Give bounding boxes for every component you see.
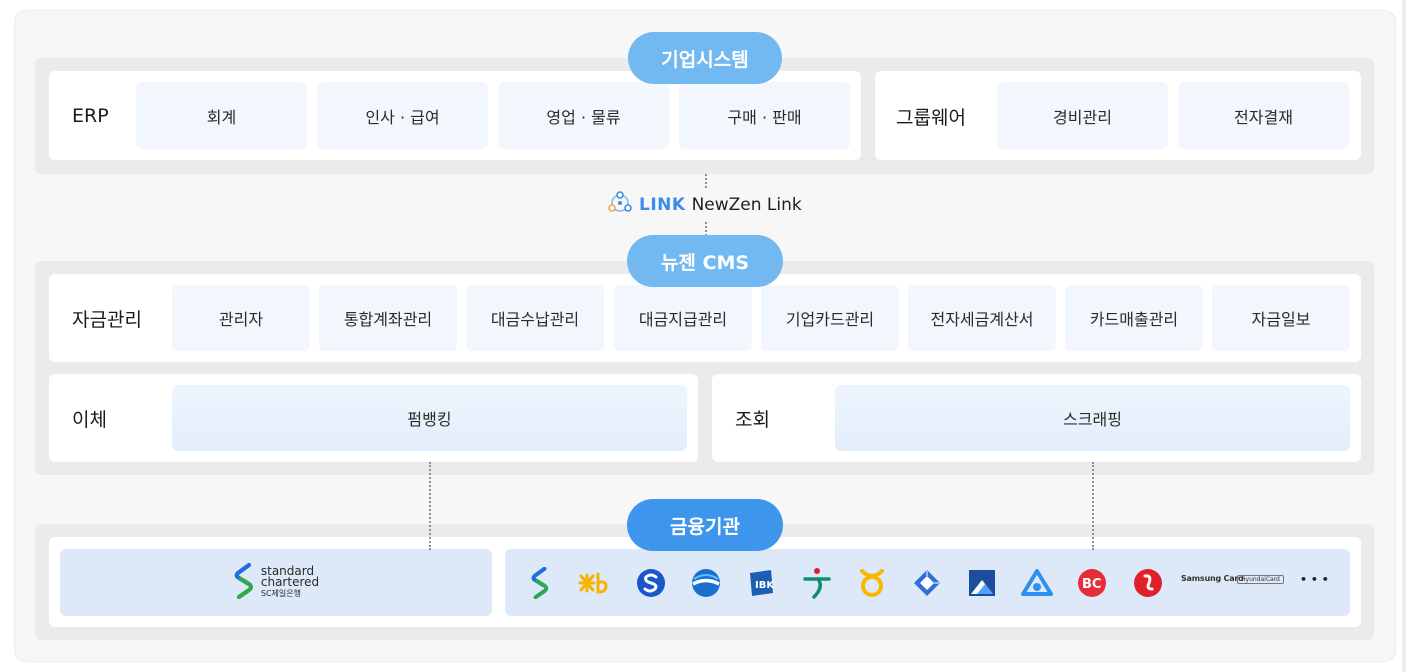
erp-module-sales-logistics: 영업 · 물류 xyxy=(498,82,669,149)
sc-partner-box: standard chartered SC제일은행 xyxy=(60,549,492,616)
funds-module-admin: 관리자 xyxy=(172,285,310,351)
funds-module-receipt: 대금수납관리 xyxy=(466,285,604,351)
more-indicator: • • • xyxy=(1300,573,1329,586)
inquiry-connector-line xyxy=(1092,462,1094,550)
funds-module-corp-card: 기업카드관리 xyxy=(761,285,899,351)
erp-label: ERP xyxy=(72,105,109,127)
cms-title: 뉴젠 CMS xyxy=(627,235,783,287)
funds-label: 자금관리 xyxy=(72,308,142,331)
transfer-label: 이체 xyxy=(72,408,107,431)
transfer-connector-line xyxy=(429,462,431,550)
woori-bank-icon xyxy=(689,566,723,600)
link-brand-text: LINK xyxy=(639,195,686,215)
funds-module-daily-report: 자금일보 xyxy=(1212,285,1350,351)
groupware-module-expense: 경비관리 xyxy=(997,82,1168,149)
sc-name-line1: standard xyxy=(260,564,315,578)
newzen-link: LINK NewZen Link xyxy=(603,190,806,220)
transfer-module-firmbanking: 펌뱅킹 xyxy=(172,385,687,451)
ibk-bank-icon: IBK xyxy=(744,566,778,600)
funds-module-account: 통합계좌관리 xyxy=(319,285,457,351)
hyundai-card-text: HyundaiCard xyxy=(1237,575,1284,584)
inquiry-module-scraping: 스크래핑 xyxy=(835,385,1350,451)
hana-bank-icon xyxy=(800,566,834,600)
funds-module-e-tax: 전자세금계산서 xyxy=(908,285,1056,351)
groupware-label: 그룹웨어 xyxy=(896,106,966,129)
funds-module-card-sales: 카드매출관리 xyxy=(1065,285,1203,351)
shinhan-bank-icon xyxy=(634,566,668,600)
bc-card-icon: BC xyxy=(1075,566,1109,600)
erp-module-accounting: 회계 xyxy=(136,82,307,149)
page-edge-rule xyxy=(1402,0,1406,672)
finance-title: 금융기관 xyxy=(627,499,783,551)
post-bank-icon xyxy=(1020,566,1054,600)
link-product-name: NewZen Link xyxy=(691,195,802,215)
erp-module-hr-payroll: 인사 · 급여 xyxy=(317,82,488,149)
samsung-card-text: Samsung Card xyxy=(1181,574,1244,583)
kb-bank-icon xyxy=(576,566,616,600)
lotte-card-icon xyxy=(1131,566,1165,600)
standard-chartered-icon xyxy=(523,566,557,600)
nh-bank-icon xyxy=(855,566,889,600)
sc-name-line2: chartered xyxy=(260,575,320,589)
inquiry-label: 조회 xyxy=(735,408,770,431)
citi-diamond-icon xyxy=(910,566,944,600)
sc-name-line3: SC제일은행 xyxy=(260,589,301,598)
svg-text:BC: BC xyxy=(1082,577,1101,592)
link-network-icon xyxy=(607,191,633,219)
groupware-module-approval: 전자결재 xyxy=(1178,82,1349,149)
erp-module-purchase-sales: 구매 · 판매 xyxy=(679,82,850,149)
funds-module-payment: 대금지급관리 xyxy=(614,285,752,351)
svg-text:IBK: IBK xyxy=(755,580,775,591)
kdb-bank-icon xyxy=(965,566,999,600)
standard-chartered-logo-icon xyxy=(233,562,255,603)
enterprise-system-title: 기업시스템 xyxy=(628,32,782,84)
